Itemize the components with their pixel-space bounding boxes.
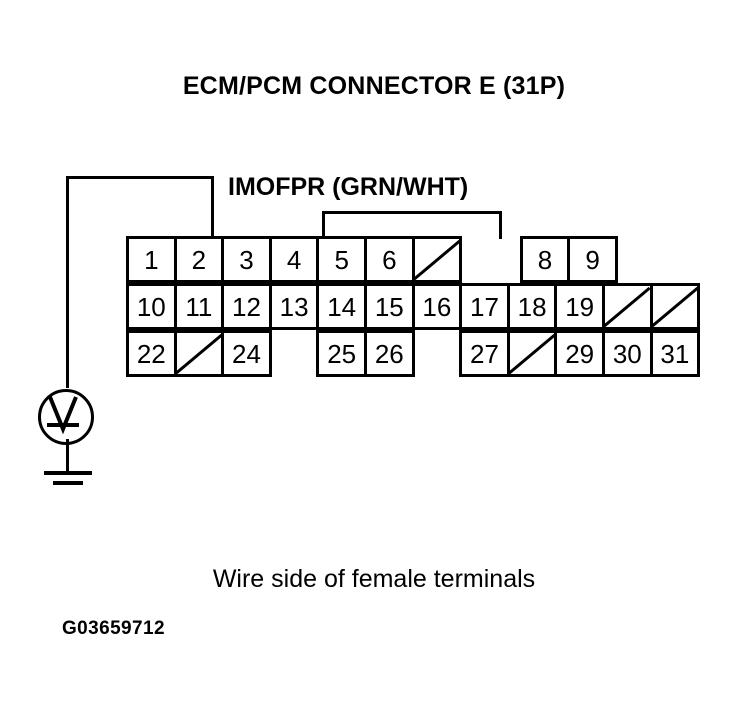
connector-pin-12: 12 — [221, 283, 272, 330]
connector-pin-14: 14 — [316, 283, 367, 330]
connector-pin-number: 30 — [612, 338, 642, 369]
connector-pin-2: 2 — [173, 236, 225, 283]
connector-pin-number: 19 — [565, 291, 595, 322]
connector-pin-number: 29 — [565, 338, 595, 369]
connector-pin-number: 1 — [144, 244, 159, 275]
connector-pin-16: 16 — [411, 283, 463, 330]
connector-pin-25: 25 — [316, 330, 367, 377]
connector-pin-4: 4 — [268, 236, 320, 283]
connector-row-middle: 10 11 12 13 14 15 16 17 18 19 — [126, 283, 701, 330]
page-title: ECM/PCM CONNECTOR E (31P) — [182, 72, 566, 100]
connector-pin-number: 18 — [517, 291, 547, 322]
connector-pin-number: 25 — [327, 338, 357, 369]
ground-stem — [66, 439, 69, 472]
connector-pin-17: 17 — [459, 283, 510, 330]
test-lead-vertical-segment-to-terminal-2 — [211, 176, 214, 238]
connector-pin-number: 4 — [286, 244, 302, 275]
connector-pin-6: 6 — [364, 236, 415, 283]
imofpr-bracket-left-leg — [322, 211, 325, 239]
connector-pin-number: 14 — [327, 291, 357, 322]
connector-pin-number: 22 — [136, 338, 166, 369]
connector-pin-number: 15 — [374, 291, 404, 322]
figure-caption: Wire side of female terminals — [212, 565, 536, 593]
ground-symbol-bar-upper — [44, 471, 92, 475]
connector-pin-15: 15 — [364, 283, 415, 330]
connector-pin-number: 3 — [239, 244, 254, 275]
connector-pin-8: 8 — [519, 236, 571, 283]
wire-signal-label: IMOFPR (GRN/WHT) — [228, 173, 469, 201]
connector-pin-number: 17 — [470, 291, 499, 322]
connector-pin-3: 3 — [221, 236, 272, 283]
connector-cell-unused — [506, 330, 558, 377]
connector-pin-22: 22 — [126, 330, 177, 377]
connector-cell-unused — [602, 283, 653, 330]
connector-pin-31: 31 — [649, 330, 701, 377]
connector-pin-number: 8 — [537, 244, 553, 275]
connector-pin-9: 9 — [567, 236, 618, 283]
connector-pin-1: 1 — [126, 236, 177, 283]
connector-pin-11: 11 — [173, 283, 225, 330]
connector-pin-number: 10 — [136, 291, 166, 322]
connector-pin-number: 27 — [470, 338, 499, 369]
connector-pin-number: 12 — [232, 291, 261, 322]
connector-cell-unused — [411, 236, 463, 283]
test-lead-vertical-segment-left — [66, 176, 69, 388]
connector-pin-number: 9 — [585, 244, 600, 275]
connector-pin-number: 26 — [374, 338, 404, 369]
connector-pin-19: 19 — [554, 283, 605, 330]
imofpr-bracket-right-leg — [499, 211, 502, 239]
voltmeter-terminal-bar — [47, 423, 79, 427]
voltmeter-v-icon — [48, 396, 78, 435]
reference-code: G03659712 — [62, 618, 165, 639]
connector-pin-number: 5 — [334, 244, 349, 275]
connector-pin-26: 26 — [364, 330, 415, 377]
connector-pin-number: 13 — [279, 291, 309, 322]
connector-pin-29: 29 — [554, 330, 605, 377]
connector-pin-number: 31 — [660, 338, 690, 369]
connector-pin-13: 13 — [268, 283, 320, 330]
connector-row-top: 1 2 3 4 5 6 8 9 — [126, 236, 618, 283]
connector-pin-number: 6 — [382, 244, 397, 275]
ground-symbol-bar-lower — [53, 481, 83, 485]
connector-pin-10: 10 — [126, 283, 177, 330]
test-lead-horizontal-segment — [66, 176, 214, 179]
connector-pin-24: 24 — [221, 330, 272, 377]
connector-row-bottom: 22 24 25 26 27 29 30 31 — [126, 330, 701, 377]
connector-pin-18: 18 — [506, 283, 558, 330]
connector-pin-number: 2 — [191, 244, 207, 275]
connector-pin-number: 16 — [422, 291, 452, 322]
connector-pin-27: 27 — [459, 330, 510, 377]
connector-pin-number: 24 — [232, 338, 261, 369]
voltmeter-body — [38, 389, 94, 445]
connector-pin-number: 11 — [185, 291, 213, 322]
imofpr-bracket-top — [322, 211, 502, 214]
connector-cell-unused — [173, 330, 225, 377]
connector-pin-30: 30 — [602, 330, 653, 377]
connector-cell-unused — [649, 283, 701, 330]
connector-pin-5: 5 — [316, 236, 367, 283]
